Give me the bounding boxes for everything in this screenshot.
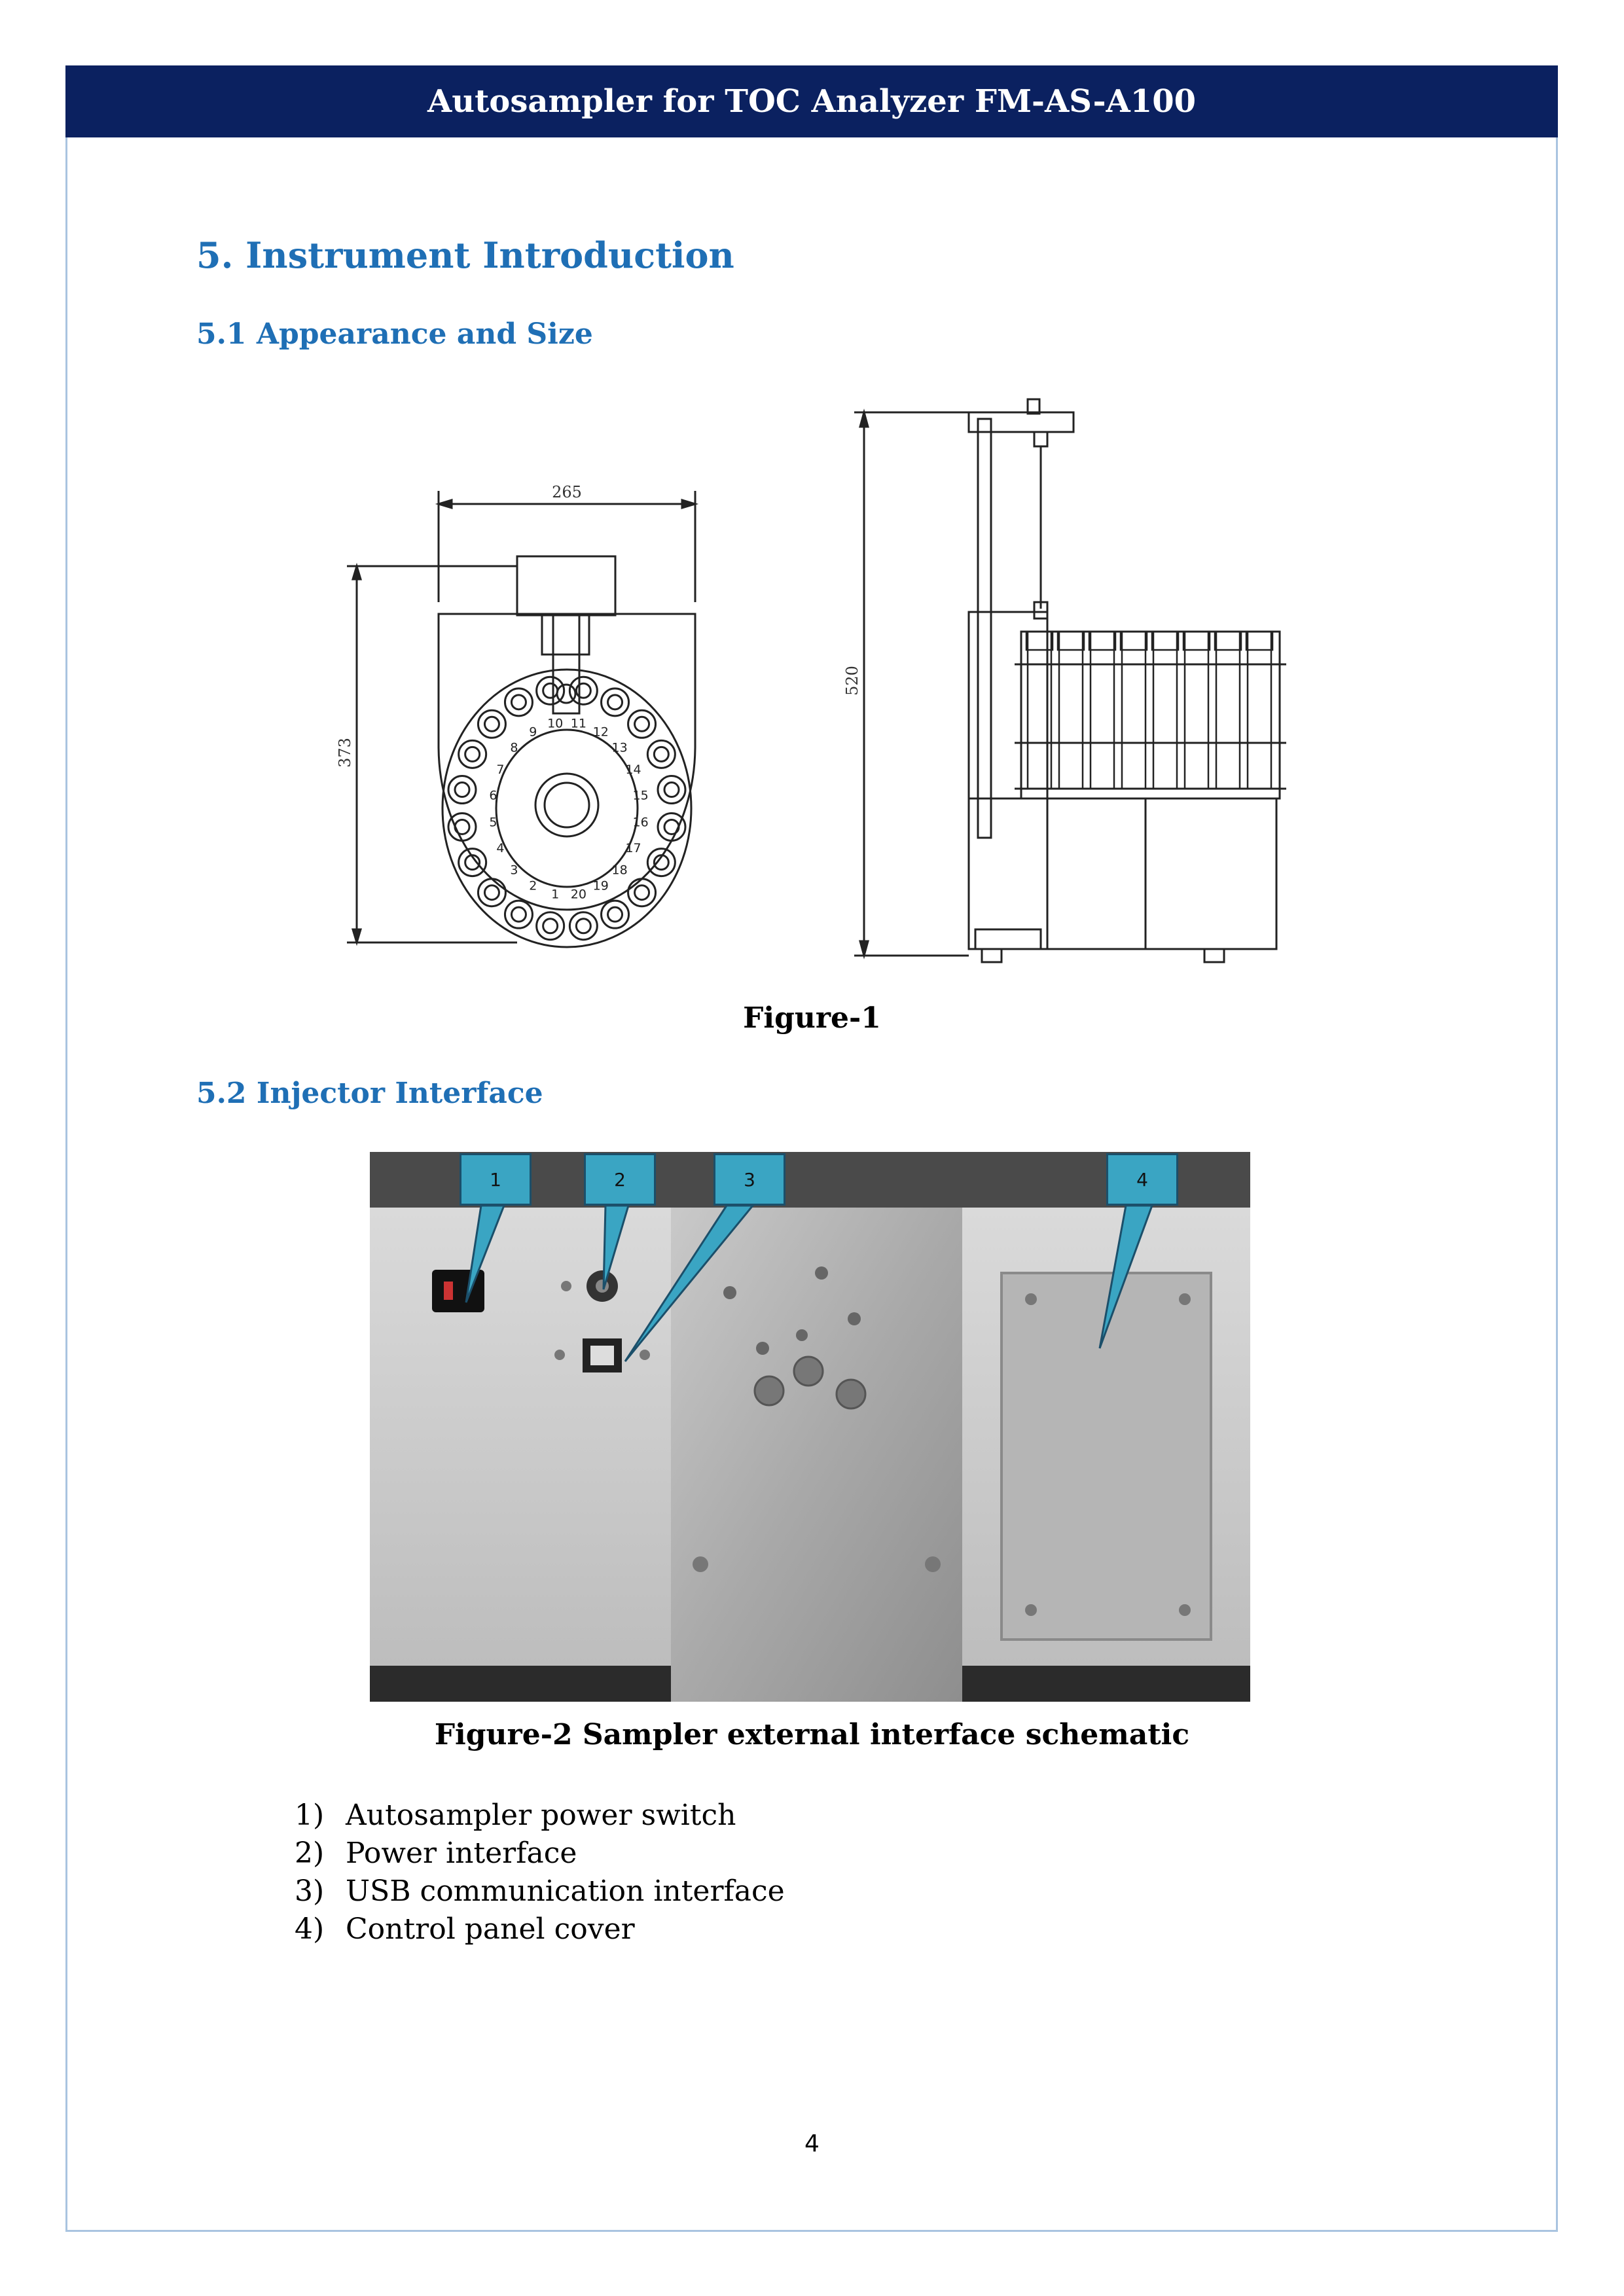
figure-2-caption: Figure-2 Sampler external interface sche… — [434, 1718, 1190, 1751]
side-vial-tube — [1121, 630, 1147, 790]
tray-vial — [657, 812, 687, 842]
tray-vial — [568, 675, 598, 706]
tray-number: 20 — [571, 887, 586, 901]
tray-vial — [535, 911, 566, 941]
document-header: Autosampler for TOC Analyzer FM-AS-A100 — [65, 65, 1558, 137]
tray-number: 4 — [496, 841, 504, 855]
control-panel-cover — [1000, 1272, 1212, 1641]
tray-vial — [477, 878, 507, 908]
tray-number: 16 — [633, 816, 649, 830]
side-vial-tube — [1215, 630, 1241, 790]
subsection-heading-appearance: 5.1 Appearance and Size — [196, 317, 593, 351]
list-item: 3)USB communication interface — [295, 1874, 785, 1908]
interface-list: 1)Autosampler power switch 2)Power inter… — [295, 1797, 785, 1948]
tray-number: 6 — [489, 788, 497, 802]
tray-number: 14 — [625, 762, 641, 777]
figure-1-caption: Figure-1 — [743, 1001, 881, 1035]
tray-number: 9 — [529, 725, 537, 739]
section-heading: 5. Instrument Introduction — [196, 234, 734, 276]
tray-vial — [503, 899, 533, 929]
callout-3: 3 — [713, 1153, 785, 1206]
tray-vial — [568, 911, 598, 941]
tray-number: 18 — [612, 863, 628, 877]
tray-number: 13 — [612, 741, 628, 755]
callout-1: 1 — [460, 1153, 532, 1206]
callout-4: 4 — [1106, 1153, 1178, 1206]
list-item: 4)Control panel cover — [295, 1912, 635, 1946]
tray-vial — [447, 812, 477, 842]
dimension-height-label: 520 — [843, 666, 861, 696]
side-vial-tube — [1152, 630, 1178, 790]
tray-vial — [447, 775, 477, 805]
document-title: Autosampler for TOC Analyzer FM-AS-A100 — [427, 83, 1196, 120]
side-vial-tube — [1183, 630, 1210, 790]
tray-number: 1 — [551, 887, 559, 901]
callout-2: 2 — [584, 1153, 656, 1206]
tray-number: 7 — [496, 762, 504, 777]
sampler-interface-photo — [370, 1152, 1250, 1702]
tray-vial — [646, 739, 676, 769]
center-metal-plate — [671, 1208, 962, 1702]
tray-number: 8 — [510, 741, 518, 755]
tray-number: 5 — [489, 816, 497, 830]
tray-vial — [458, 739, 488, 769]
side-vial-tube — [1246, 630, 1272, 790]
tray-number: 11 — [571, 717, 586, 731]
power-switch — [432, 1270, 484, 1312]
tray-vial — [646, 848, 676, 878]
tray-number: 17 — [625, 841, 641, 855]
list-item: 2)Power interface — [295, 1837, 577, 1870]
subsection-heading-injector: 5.2 Injector Interface — [196, 1077, 543, 1110]
dimension-width-label: 265 — [552, 483, 582, 501]
tray-vial — [627, 709, 657, 739]
tray-vial — [600, 899, 630, 929]
tray-vial — [503, 687, 533, 717]
left-panel — [370, 1208, 671, 1666]
page-frame — [65, 65, 1558, 2232]
tray-number: 19 — [593, 879, 609, 893]
tray-number: 3 — [510, 863, 518, 877]
tray-number: 12 — [593, 725, 609, 739]
side-vial-tube — [1058, 630, 1084, 790]
tray-vial — [458, 848, 488, 878]
tray-vial — [600, 687, 630, 717]
tray-number: 15 — [633, 788, 649, 802]
tray-number: 10 — [547, 717, 563, 731]
tray-vial — [627, 878, 657, 908]
tray-vial — [477, 709, 507, 739]
tray-vial — [535, 675, 566, 706]
side-vial-tube — [1089, 630, 1115, 790]
tray-vial — [657, 775, 687, 805]
tray-number: 2 — [529, 879, 537, 893]
list-item: 1)Autosampler power switch — [295, 1799, 736, 1832]
page-number: 4 — [804, 2130, 820, 2157]
dimension-depth-label: 373 — [336, 738, 354, 768]
side-view-drawing: 520 — [843, 398, 1286, 963]
